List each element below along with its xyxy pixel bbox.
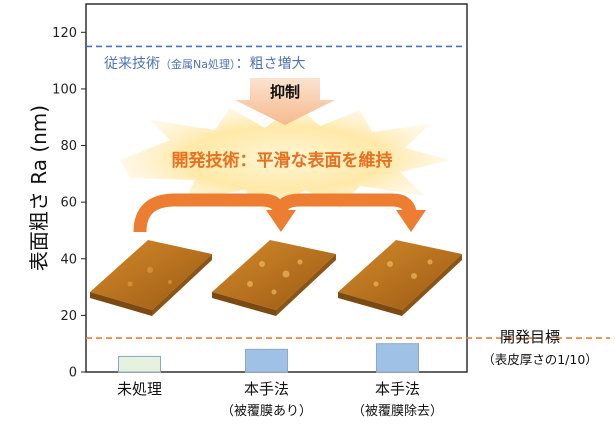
curved-arrow-head [396,210,426,232]
curved-arrow-head [266,210,296,232]
y-tick-label: 120 [52,26,77,41]
y-tick-label: 80 [60,139,77,154]
x-axis: 未処理 本手法 （被覆膜あり） 本手法 （被覆膜除去） [117,380,443,419]
y-axis-label: 表面粗さ Ra (nm) [27,105,51,271]
y-tick-label: 100 [52,82,77,97]
goal-label: 開発目標 [500,328,560,346]
afm-surface-image [90,240,212,316]
category-label: 本手法 [375,380,420,398]
developed-label: 開発技術：平滑な表面を維持 [172,150,393,171]
conventional-tail: ：粗さ増大 [235,56,305,72]
y-tick-label: 60 [60,196,77,211]
curved-arrow-icon [133,193,287,233]
category-label: 未処理 [117,380,162,398]
bar [245,348,288,373]
reference-lines [86,45,610,339]
conventional-label: 従来技術 [104,56,160,72]
conventional-paren: （金属Na処理） [160,57,235,71]
down-arrow-icon [235,78,335,125]
suppression-label: 抑制 [270,83,300,101]
curved-arrow-icon [273,193,417,214]
category-sublabel: （被覆膜除去） [352,404,443,419]
y-tick-label: 0 [69,366,77,381]
conventional-note: 従来技術（金属Na処理）：粗さ増大 [104,56,305,72]
bar [118,355,161,373]
category-sublabel: （被覆膜あり） [221,404,312,419]
bar [376,343,419,373]
afm-surface-image [338,240,462,316]
category-label: 本手法 [244,380,289,398]
y-axis: 0 20 40 60 80 100 120 [52,26,86,381]
bars [118,343,419,373]
y-tick-label: 20 [60,309,77,324]
y-tick-label: 40 [60,252,77,267]
goal-sublabel: （表皮厚さの1/10） [482,352,598,367]
afm-surface-image [212,240,336,316]
starburst-shape [120,105,450,212]
